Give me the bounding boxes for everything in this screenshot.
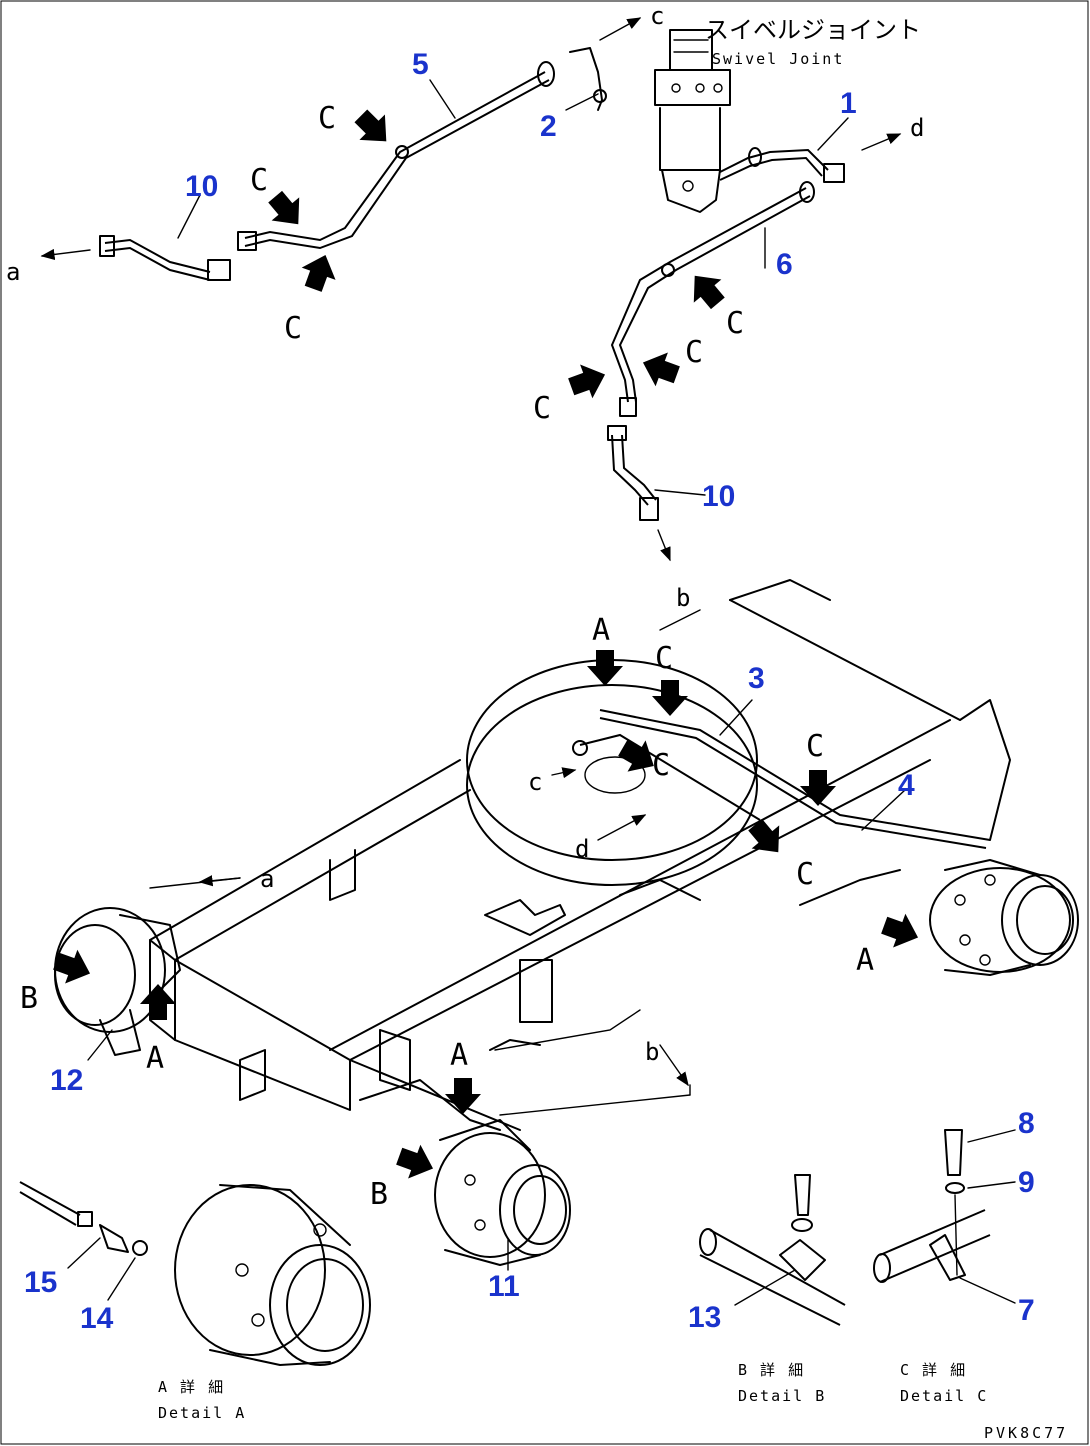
connection-letter-a-top: a: [6, 258, 20, 286]
left-axle-hub: [54, 907, 181, 1056]
part-number-6: 6: [776, 248, 793, 281]
view-letter-b-1: B: [20, 981, 38, 1016]
view-letter-c-6: C: [533, 391, 551, 426]
detail-b-caption-en: Detail B: [738, 1387, 826, 1405]
view-letter-a-1: A: [592, 613, 610, 648]
part-number-7: 7: [1018, 1294, 1035, 1327]
pipe-left-assembly: [99, 47, 607, 281]
swivel-joint: [654, 29, 731, 213]
drawing-code: PVK8C77: [984, 1424, 1068, 1442]
detail-c-drawing: [873, 1129, 991, 1283]
detail-a-caption-en: Detail A: [158, 1404, 246, 1422]
part-number-8: 8: [1018, 1107, 1035, 1140]
part-number-10-lower: 10: [702, 480, 735, 513]
view-letter-b-2: B: [370, 1177, 388, 1212]
part-number-1: 1: [840, 87, 857, 120]
view-letter-c-5: C: [685, 335, 703, 370]
pipe-3-4: [572, 709, 991, 849]
swivel-joint-label-en: Swivel Joint: [712, 50, 844, 68]
part-number-12: 12: [50, 1064, 83, 1097]
swivel-joint-label-jp: スイベルジョイント: [705, 16, 921, 44]
view-letter-c-4: C: [726, 306, 744, 341]
connection-letter-a-frame: a: [260, 865, 274, 893]
pipe-1: [719, 147, 845, 183]
part-number-10-upper: 10: [185, 170, 218, 203]
part-number-11: 11: [488, 1270, 520, 1303]
part-number-3: 3: [748, 662, 765, 695]
part-number-13: 13: [688, 1301, 721, 1334]
part-number-4: 4: [898, 769, 915, 802]
view-letter-c-9: C: [806, 729, 824, 764]
front-axle-hub: [359, 1079, 571, 1266]
view-letter-c-2: C: [250, 163, 268, 198]
connection-letter-b-top: b: [676, 584, 690, 612]
detail-b-caption-jp: B 詳 細: [738, 1361, 805, 1379]
view-letter-a-2: A: [856, 943, 874, 978]
connection-letter-c-frame: c: [528, 768, 542, 796]
part-number-2: 2: [540, 110, 557, 143]
connection-letter-b-frame: b: [645, 1038, 659, 1066]
right-axle-hub: [929, 859, 1079, 976]
detail-c-caption-en: Detail C: [900, 1387, 988, 1405]
view-letter-a-4: A: [450, 1038, 468, 1073]
detail-a-caption-jp: A 詳 細: [158, 1378, 225, 1396]
detail-c-caption-jp: C 詳 細: [900, 1361, 967, 1379]
part-number-5: 5: [412, 48, 429, 81]
connection-letter-c-top: c: [650, 2, 664, 30]
view-letter-c-10: C: [796, 857, 814, 892]
part-number-15: 15: [24, 1266, 57, 1299]
view-letter-c-1: C: [318, 101, 336, 136]
view-letter-c-7: C: [655, 641, 673, 676]
connection-letter-d-frame: d: [575, 835, 589, 863]
detail-a-drawing: [19, 1181, 371, 1366]
pipe-right-assembly: [607, 181, 815, 521]
view-letter-a-3: A: [146, 1041, 164, 1076]
detail-b-drawing: [699, 1174, 846, 1326]
view-letter-c-3: C: [284, 311, 302, 346]
connection-letter-d-top: d: [910, 114, 924, 142]
part-number-9: 9: [1018, 1166, 1035, 1199]
part-number-14: 14: [80, 1302, 114, 1335]
view-letter-c-8: C: [652, 748, 670, 783]
